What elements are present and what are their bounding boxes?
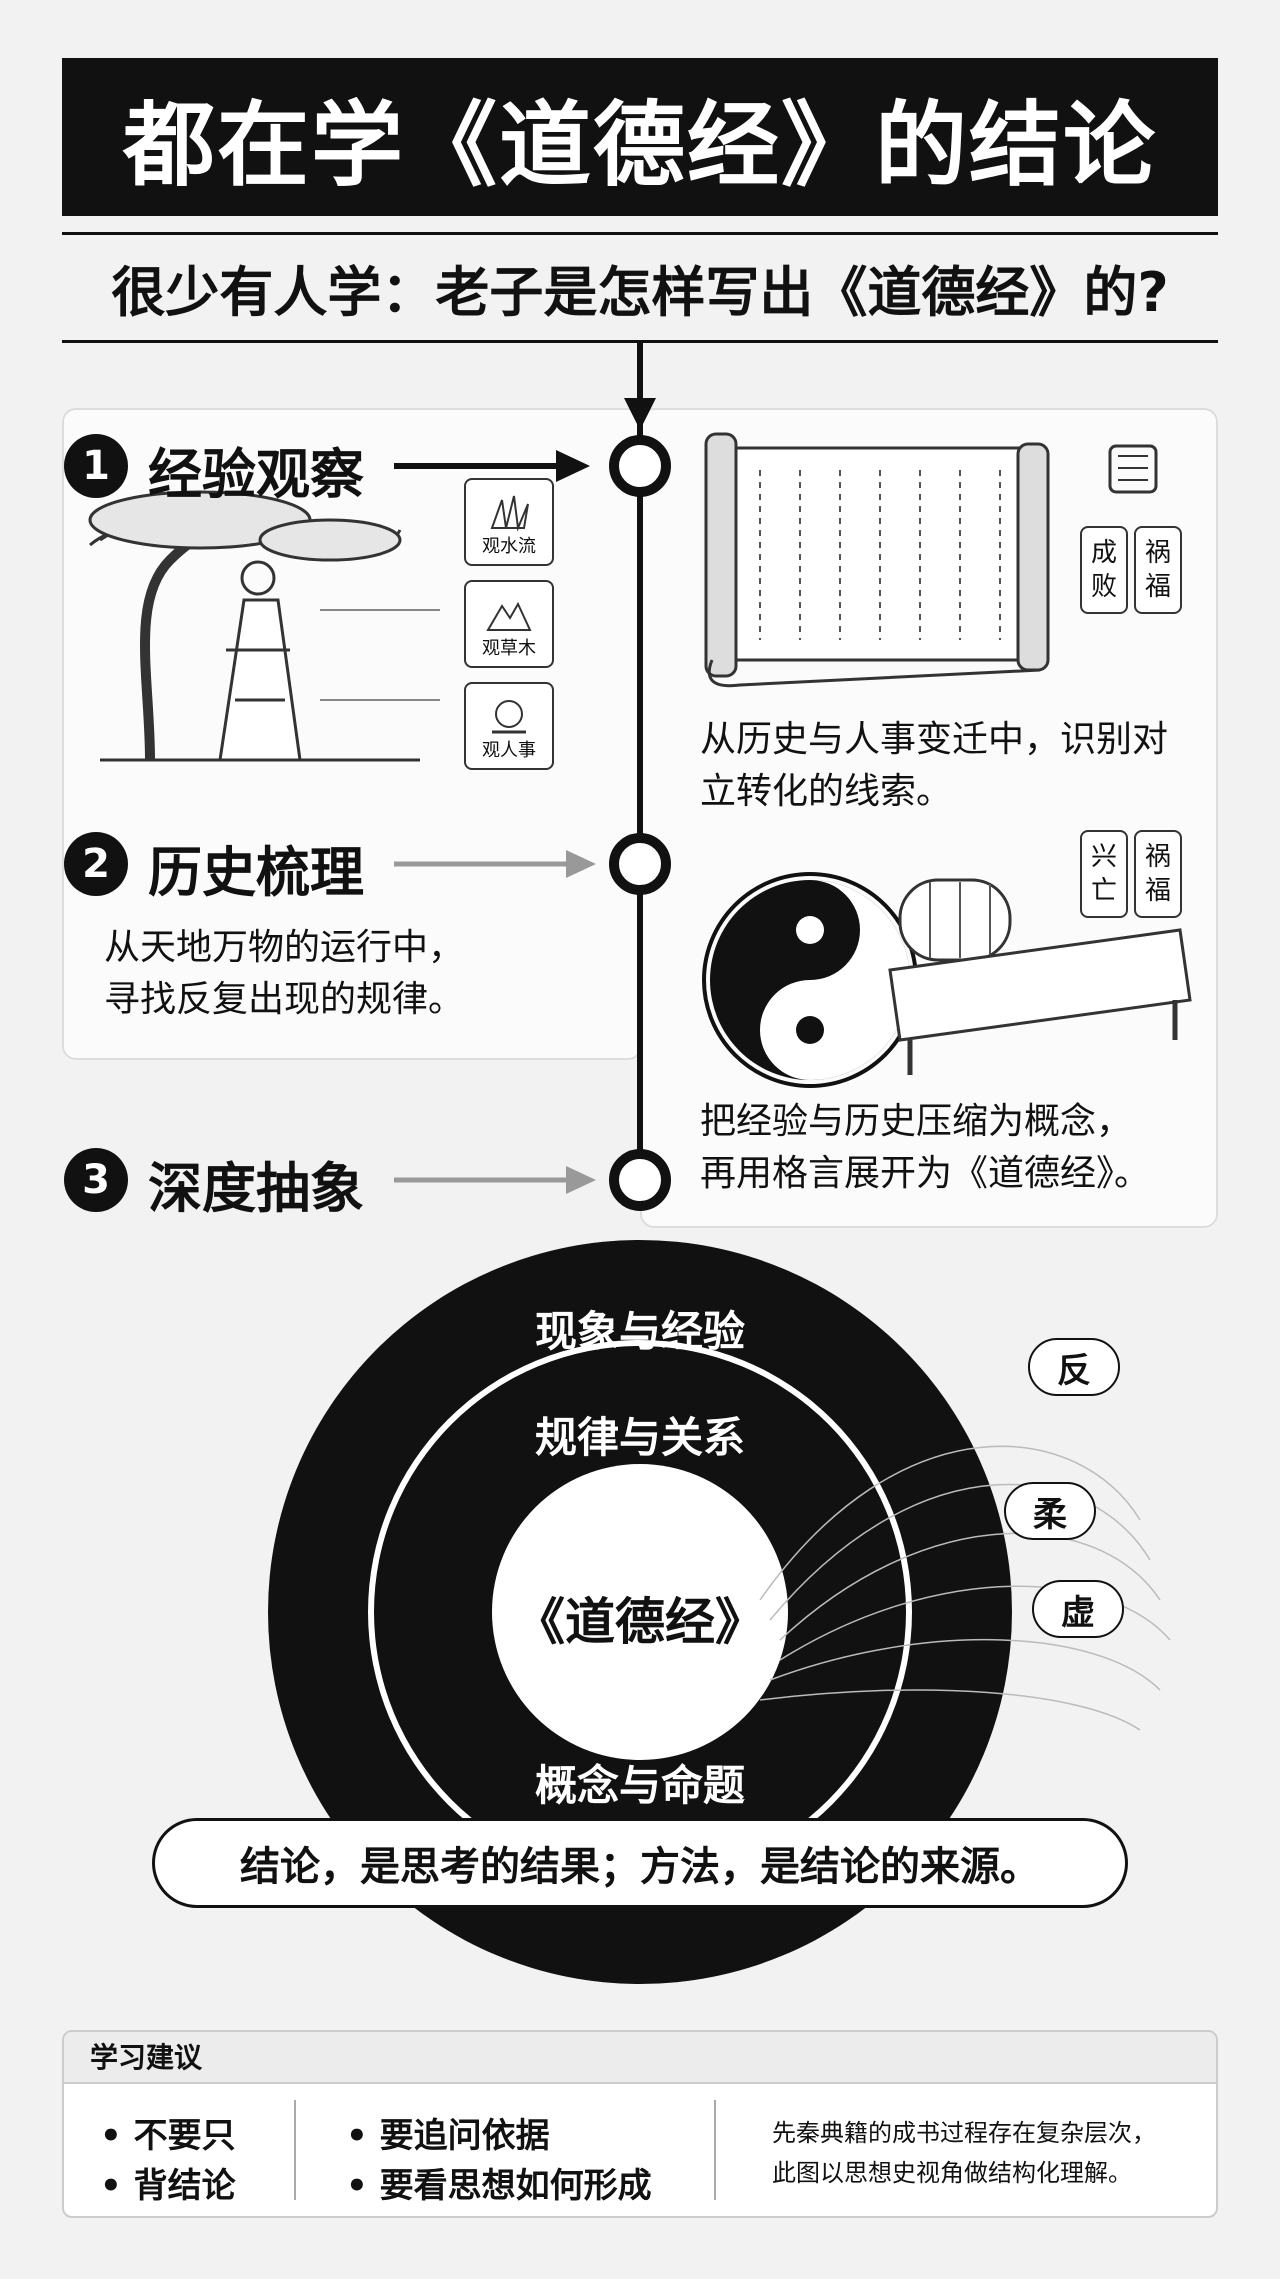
timeline-diagram bbox=[88, 340, 1192, 1211]
seal-char: 福 bbox=[1144, 572, 1171, 602]
advice-text: 要看思想如何形成 bbox=[379, 2166, 652, 2206]
advice-box: 学习建议 • 不要只 • 背结论 • 要追问依据 • 要看思想如何形成 先秦典籍… bbox=[62, 2030, 1218, 2218]
seal-char: 亡 bbox=[1090, 876, 1117, 906]
title-banner: 都在学《道德经》的结论 bbox=[62, 58, 1218, 216]
seal-fortune-misfortune: 祸 福 bbox=[1134, 526, 1182, 614]
advice-col1-item: • 不要只 bbox=[100, 2116, 236, 2156]
grass-icon bbox=[490, 495, 529, 532]
arrow-right-icon bbox=[566, 850, 596, 878]
observe-label: 观人事 bbox=[482, 740, 536, 761]
step2-title: 历史梳理 bbox=[148, 841, 364, 904]
concentric-rings-diagram bbox=[268, 1240, 1171, 1984]
seal-rise-fall: 兴 亡 bbox=[1080, 830, 1128, 918]
right-bottom-line-1: 把经验与历史压缩为概念， bbox=[700, 1101, 1133, 1142]
coin-icon bbox=[492, 700, 526, 734]
step3-number: 3 bbox=[64, 1148, 128, 1212]
advice-text: 要追问依据 bbox=[379, 2116, 550, 2156]
step3-title: 深度抽象 bbox=[148, 1157, 364, 1220]
advice-note-line-1: 先秦典籍的成书过程存在复杂层次， bbox=[772, 2119, 1156, 2147]
right-top-line-2: 立转化的线索。 bbox=[700, 771, 953, 812]
scroll-illustration bbox=[704, 432, 1158, 688]
seal-success-failure: 成 败 bbox=[1080, 526, 1128, 614]
center-circle bbox=[492, 1464, 788, 1760]
observe-plants-box: 观草木 bbox=[464, 580, 554, 668]
seal-char: 祸 bbox=[1144, 842, 1171, 872]
advice-col2-item: • 要追问依据 bbox=[346, 2116, 550, 2156]
page-title: 都在学《道德经》的结论 bbox=[122, 91, 1157, 199]
ring-outer-label: 现象与经验 bbox=[534, 1307, 745, 1356]
mountain-icon bbox=[486, 601, 532, 631]
observe-label: 观水流 bbox=[482, 536, 536, 557]
yinyang-book-illustration bbox=[702, 872, 1192, 1088]
seal-char: 兴 bbox=[1090, 842, 1117, 872]
timeline-node-1 bbox=[609, 435, 671, 497]
step1-number: 1 bbox=[64, 434, 128, 498]
observe-water-box: 观水流 bbox=[464, 478, 554, 566]
step1-title: 经验观察 bbox=[148, 443, 364, 506]
seal-char: 祸 bbox=[1144, 538, 1171, 568]
seal-char: 成 bbox=[1090, 538, 1117, 568]
left-panel-line-2: 寻找反复出现的规律。 bbox=[104, 979, 465, 1020]
right-bottom-line-2: 再用格言展开为《道德经》。 bbox=[700, 1153, 1151, 1194]
ring-center-label: 《道德经》 bbox=[515, 1593, 765, 1651]
arrow-right-icon bbox=[566, 1166, 596, 1194]
seal-char: 福 bbox=[1144, 876, 1171, 906]
advice-divider bbox=[714, 2100, 716, 2200]
page-subtitle: 很少有人学：老子是怎样写出《道德经》的? bbox=[111, 261, 1169, 324]
advice-heading: 学习建议 bbox=[64, 2032, 1216, 2084]
timeline-node-2 bbox=[609, 833, 671, 895]
observe-affairs-box: 观人事 bbox=[464, 682, 554, 770]
seal-fortune-misfortune-2: 祸 福 bbox=[1134, 830, 1182, 918]
subtitle-rule-top bbox=[62, 232, 1218, 235]
down-arrow-icon bbox=[624, 398, 656, 430]
advice-col1-item: • 背结论 bbox=[100, 2166, 236, 2206]
advice-divider bbox=[294, 2100, 296, 2200]
left-panel-line-1: 从天地万物的运行中， bbox=[104, 927, 465, 968]
seal-char: 败 bbox=[1090, 572, 1117, 602]
keyword-fan: 反 bbox=[1028, 1338, 1120, 1396]
advice-text: 背结论 bbox=[133, 2166, 236, 2206]
timeline-node-3 bbox=[609, 1149, 671, 1211]
observe-label: 观草木 bbox=[482, 638, 536, 659]
swirl-lines bbox=[759, 1445, 1171, 1731]
sage-tree-illustration bbox=[88, 490, 440, 762]
keyword-rou: 柔 bbox=[1004, 1482, 1096, 1540]
ring-middle-label: 规律与关系 bbox=[534, 1413, 745, 1462]
keyword-xu: 虚 bbox=[1032, 1580, 1124, 1638]
ring-bottom-label: 概念与命题 bbox=[534, 1761, 745, 1810]
advice-text: 不要只 bbox=[133, 2116, 236, 2156]
step2-number: 2 bbox=[64, 832, 128, 896]
arrow-right-icon bbox=[556, 450, 590, 482]
conclusion-banner: 结论，是思考的结果；方法，是结论的来源。 bbox=[152, 1818, 1128, 1908]
advice-col2-item: • 要看思想如何形成 bbox=[346, 2166, 652, 2206]
right-top-line-1: 从历史与人事变迁中，识别对 bbox=[700, 719, 1169, 760]
advice-note-line-2: 此图以思想史视角做结构化理解。 bbox=[772, 2159, 1132, 2187]
